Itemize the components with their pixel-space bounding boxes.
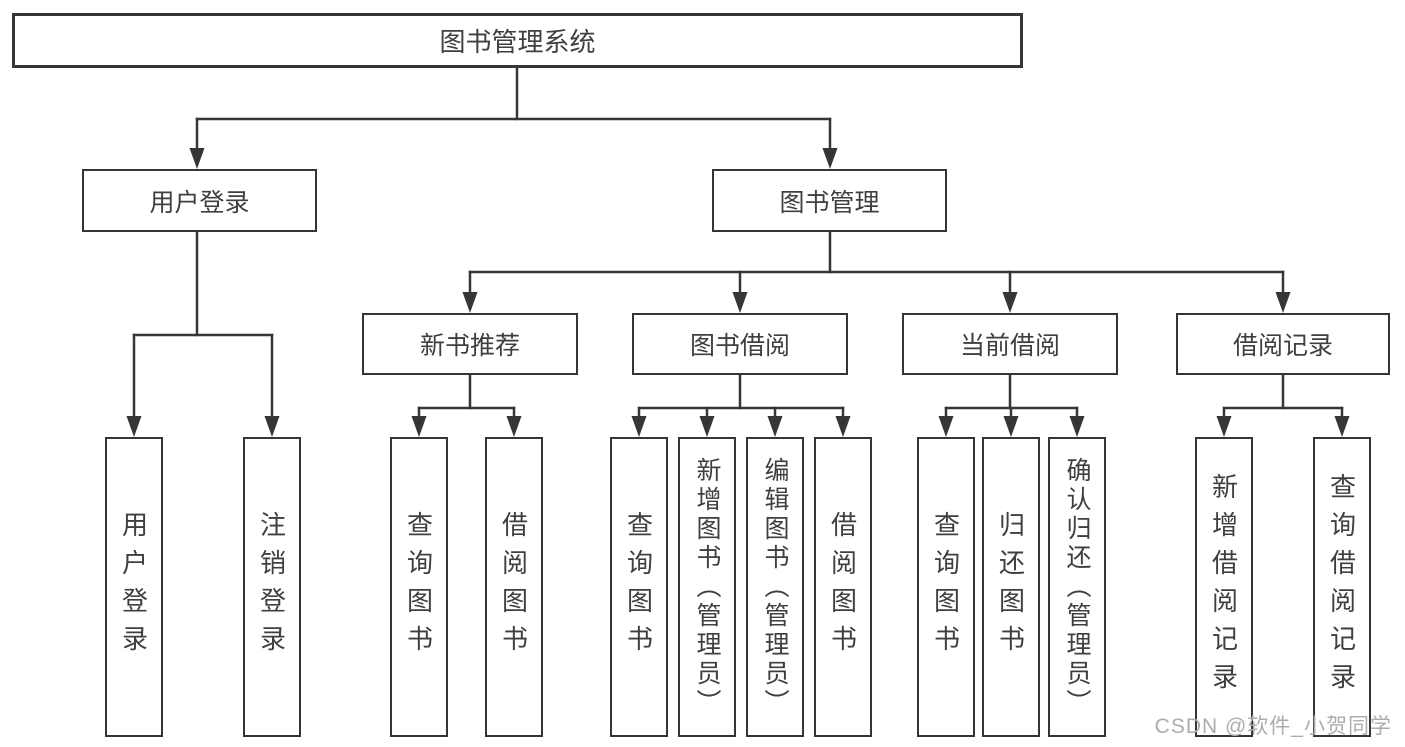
leaf-label: 查询图书 <box>930 511 961 663</box>
node-leaf-query-books-borrowing: 查询图书 <box>610 437 668 737</box>
leaf-label: 确认归还（管理员） <box>1063 456 1091 718</box>
leaf-label: 注销登录 <box>256 511 287 663</box>
node-new-book-recommend: 新书推荐 <box>362 313 578 375</box>
node-user-login: 用户登录 <box>82 169 317 232</box>
node-current-borrowing: 当前借阅 <box>902 313 1118 375</box>
leaf-label: 查询图书 <box>623 511 654 663</box>
node-leaf-borrow-books: 借阅图书 <box>814 437 872 737</box>
node-borrow-records: 借阅记录 <box>1176 313 1390 375</box>
node-leaf-return-books: 归还图书 <box>982 437 1040 737</box>
node-leaf-add-books-admin: 新增图书（管理员） <box>678 437 736 737</box>
node-leaf-logout: 注销登录 <box>243 437 301 737</box>
leaf-label: 查询图书 <box>403 511 434 663</box>
node-leaf-borrow-books-recommend: 借阅图书 <box>485 437 543 737</box>
node-leaf-confirm-return-admin: 确认归还（管理员） <box>1048 437 1106 737</box>
node-leaf-edit-books-admin: 编辑图书（管理员） <box>746 437 804 737</box>
leaf-label: 借阅图书 <box>827 511 858 663</box>
node-leaf-query-books-current: 查询图书 <box>917 437 975 737</box>
node-root: 图书管理系统 <box>12 13 1023 68</box>
node-book-borrowing: 图书借阅 <box>632 313 848 375</box>
node-leaf-user-login: 用户登录 <box>105 437 163 737</box>
node-leaf-query-borrow-record: 查询借阅记录 <box>1313 437 1371 737</box>
watermark: CSDN @软件_小贺同学 <box>1154 715 1392 738</box>
node-leaf-query-books-recommend: 查询图书 <box>390 437 448 737</box>
leaf-label: 查询借阅记录 <box>1326 473 1357 701</box>
leaf-label: 归还图书 <box>995 511 1026 663</box>
leaf-label: 用户登录 <box>118 511 149 663</box>
leaf-label: 编辑图书（管理员） <box>761 456 789 718</box>
leaf-label: 新增借阅记录 <box>1208 473 1239 701</box>
node-leaf-add-borrow-record: 新增借阅记录 <box>1195 437 1253 737</box>
leaf-label: 借阅图书 <box>498 511 529 663</box>
leaf-label: 新增图书（管理员） <box>693 456 721 718</box>
node-book-management: 图书管理 <box>712 169 947 232</box>
